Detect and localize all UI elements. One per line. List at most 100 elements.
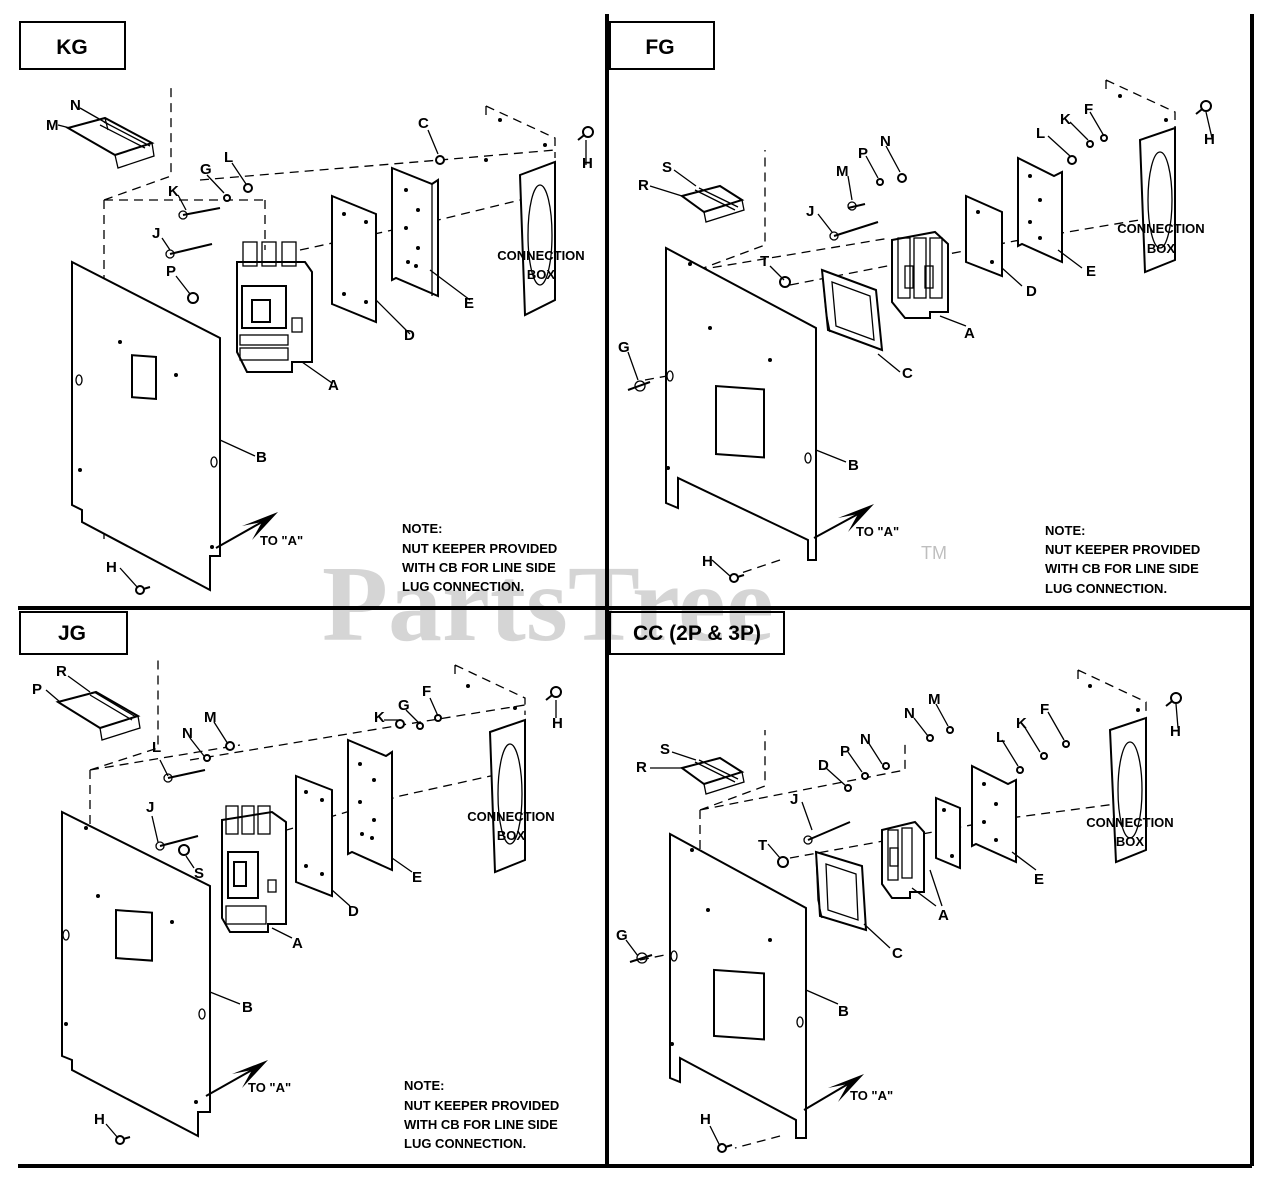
panel-cc-callout-c: C bbox=[892, 945, 903, 962]
panel-cc-callout-e: E bbox=[1034, 871, 1044, 888]
panel-jg-callout-f: F bbox=[422, 683, 431, 700]
panel-cc-callout-b: B bbox=[838, 1003, 849, 1020]
panel-fg-callout-l: L bbox=[1036, 125, 1045, 142]
panel-jg-callout-n: N bbox=[182, 725, 193, 742]
panel-fg-callout-e: E bbox=[1086, 263, 1096, 280]
panel-jg-callout-p: P bbox=[32, 681, 42, 698]
panel-kg-callout-h-top: H bbox=[582, 155, 593, 172]
panel-fg-callout-f: F bbox=[1084, 101, 1093, 118]
panel-cc-callout-d: D bbox=[818, 757, 829, 774]
panel-jg-connection-box-line1: CONNECTION bbox=[467, 809, 554, 824]
panel-fg-callout-p: P bbox=[858, 145, 868, 162]
panel-fg-callout-g: G bbox=[618, 339, 630, 356]
panel-fg-callout-h-bottom: H bbox=[702, 553, 713, 570]
panel-cc-callout-t: T bbox=[758, 837, 767, 854]
panel-fg-callout-r: R bbox=[638, 177, 649, 194]
panel-fg-note-line1: NOTE: bbox=[1045, 523, 1085, 538]
panel-cc-callout-l: L bbox=[996, 729, 1005, 746]
panel-fg-callout-j: J bbox=[806, 203, 814, 220]
panel-fg-note-line2: NUT KEEPER PROVIDED bbox=[1045, 542, 1200, 557]
panel-jg-connection-box-line2: BOX bbox=[497, 828, 526, 843]
panel-fg-title: FG bbox=[645, 36, 674, 59]
panel-fg-note-line3: WITH CB FOR LINE SIDE bbox=[1045, 561, 1199, 576]
panel-fg-callout-t: T bbox=[760, 253, 769, 270]
panel-kg-to-a: TO "A" bbox=[260, 533, 303, 548]
panel-jg: JG bbox=[19, 611, 563, 1151]
watermark-trademark: TM bbox=[921, 543, 947, 563]
panel-jg-callout-j: J bbox=[146, 799, 154, 816]
panel-fg-callout-m: M bbox=[836, 163, 849, 180]
panel-fg-callout-b: B bbox=[848, 457, 859, 474]
panel-cc-title-box bbox=[609, 611, 785, 655]
panel-kg-callout-g: G bbox=[200, 161, 212, 178]
panel-kg-callout-e: E bbox=[464, 295, 474, 312]
panel-kg: KG bbox=[19, 21, 594, 595]
panel-cc-callout-n-1: N bbox=[860, 731, 871, 748]
panel-kg-callout-b: B bbox=[256, 449, 267, 466]
panel-kg-callout-c: C bbox=[418, 115, 429, 132]
panel-kg-callout-d: D bbox=[404, 327, 415, 344]
panel-jg-note-line2: NUT KEEPER PROVIDED bbox=[404, 1098, 559, 1113]
panel-fg-connection-box-line1: CONNECTION bbox=[1117, 221, 1204, 236]
panel-cc-callout-g: G bbox=[616, 927, 628, 944]
panel-jg-callout-d: D bbox=[348, 903, 359, 920]
panel-fg-note-line4: LUG CONNECTION. bbox=[1045, 581, 1167, 596]
panel-fg: FG bbox=[609, 21, 1215, 596]
panel-jg-note-line4: LUG CONNECTION. bbox=[404, 1136, 526, 1151]
panel-cc-callout-m: M bbox=[928, 691, 941, 708]
watermark-brand: PartsTree bbox=[322, 545, 774, 664]
panel-fg-callout-n: N bbox=[880, 133, 891, 150]
panel-jg-title: JG bbox=[58, 622, 86, 645]
panel-fg-callout-s: S bbox=[662, 159, 672, 176]
panel-kg-connection-box-line1: CONNECTION bbox=[497, 248, 584, 263]
panel-cc-connection-box-line2: BOX bbox=[1116, 834, 1145, 849]
panel-fg-callout-d: D bbox=[1026, 283, 1037, 300]
panel-cc-callout-p: P bbox=[840, 743, 850, 760]
panel-fg-to-a: TO "A" bbox=[856, 524, 899, 539]
panel-jg-callout-b: B bbox=[242, 999, 253, 1016]
panel-kg-note-line1: NOTE: bbox=[402, 521, 442, 536]
panel-cc-callout-r: R bbox=[636, 759, 647, 776]
panel-fg-title-box bbox=[609, 21, 715, 70]
panel-cc-title: CC (2P & 3P) bbox=[633, 622, 761, 645]
panel-cc-callout-n-2: N bbox=[904, 705, 915, 722]
panel-jg-callout-k: K bbox=[374, 709, 385, 726]
panel-cc-callout-s: S bbox=[660, 741, 670, 758]
panel-jg-callout-g: G bbox=[398, 697, 410, 714]
panel-kg-callout-k: K bbox=[168, 183, 179, 200]
panel-jg-callout-s: S bbox=[194, 865, 204, 882]
panel-kg-callout-l: L bbox=[224, 149, 233, 166]
panel-cc-callout-k: K bbox=[1016, 715, 1027, 732]
panel-fg-callout-k: K bbox=[1060, 111, 1071, 128]
panel-jg-callout-a: A bbox=[292, 935, 303, 952]
panel-jg-callout-h-top: H bbox=[552, 715, 563, 732]
panel-cc-callout-a: A bbox=[938, 907, 949, 924]
panel-kg-callout-a: A bbox=[328, 377, 339, 394]
panel-kg-note-line2: NUT KEEPER PROVIDED bbox=[402, 541, 557, 556]
panel-jg-callout-l: L bbox=[152, 739, 161, 756]
panel-kg-callout-n: N bbox=[70, 97, 81, 114]
panel-fg-connection-box-line2: BOX bbox=[1147, 241, 1176, 256]
panel-jg-title-box bbox=[19, 611, 128, 655]
panel-cc-connection-box-line1: CONNECTION bbox=[1086, 815, 1173, 830]
panel-fg-callout-h-top: H bbox=[1204, 131, 1215, 148]
panel-kg-note-line4: LUG CONNECTION. bbox=[402, 579, 524, 594]
panel-kg-callout-p: P bbox=[166, 263, 176, 280]
panel-cc-callout-h-top: H bbox=[1170, 723, 1181, 740]
panel-kg-callout-m: M bbox=[46, 117, 59, 134]
panel-kg-callout-j: J bbox=[152, 225, 160, 242]
panel-jg-note-line1: NOTE: bbox=[404, 1078, 444, 1093]
panel-cc: CC (2P & 3P) bbox=[609, 611, 1182, 1153]
panel-jg-to-a: TO "A" bbox=[248, 1080, 291, 1095]
panel-kg-title: KG bbox=[56, 36, 88, 59]
panel-kg-connection-box-line2: BOX bbox=[527, 267, 556, 282]
panel-jg-callout-m: M bbox=[204, 709, 217, 726]
panel-jg-callout-r: R bbox=[56, 663, 67, 680]
panel-jg-callout-h-bottom: H bbox=[94, 1111, 105, 1128]
panel-fg-callout-c: C bbox=[902, 365, 913, 382]
panel-cc-callout-j: J bbox=[790, 791, 798, 808]
panel-cc-callout-h-bottom: H bbox=[700, 1111, 711, 1128]
panel-kg-callout-h-bottom: H bbox=[106, 559, 117, 576]
panel-kg-note-line3: WITH CB FOR LINE SIDE bbox=[402, 560, 556, 575]
